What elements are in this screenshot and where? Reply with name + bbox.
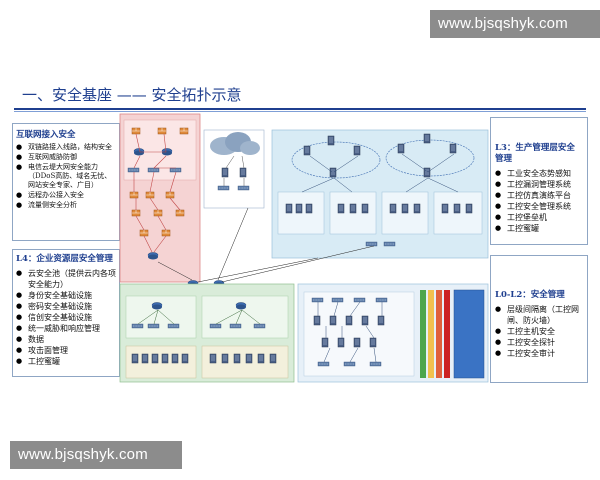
title-underline-secondary	[14, 111, 586, 112]
list-item: 远程办公接入安全	[16, 191, 116, 200]
list-item: 工业安全态势感知	[495, 168, 583, 179]
list-item: 工控主机安全	[495, 326, 583, 337]
list-item: 身份安全基础设施	[16, 290, 116, 301]
list-item: 云安全池（提供云内各项安全能力）	[16, 268, 116, 290]
list-item: 工控安全探针	[495, 337, 583, 348]
list-item: 工控安全管理系统	[495, 201, 583, 212]
list-item: 工控蜜罐	[495, 223, 583, 234]
l0-l2-security-panel: L0-L2：安全管理 层级间隔离（工控网闸、防火墙） 工控主机安全 工控安全探针…	[490, 255, 588, 383]
l4-panel-heading: L4：企业资源层安全管理	[16, 254, 113, 264]
list-item: 电信云堤大网安全能力（DDoS高防、域名无忧、网站安全专家、广目）	[16, 163, 116, 190]
production-zone	[271, 129, 489, 259]
list-item: 工控蜜罐	[16, 356, 116, 367]
internet-panel-list: 双链路接入线路，结构安全 互联网威胁防御 电信云堤大网安全能力（DDoS高防、域…	[16, 143, 116, 210]
list-item: 双链路接入线路，结构安全	[16, 143, 116, 152]
list-item: 信创安全基础设施	[16, 312, 116, 323]
list-item: 攻击面管理	[16, 345, 116, 356]
l0-panel-list: 层级间隔离（工控网闸、防火墙） 工控主机安全 工控安全探针 工控安全审计	[495, 304, 583, 359]
list-item: 层级间隔离（工控网闸、防火墙）	[495, 304, 583, 326]
l0-panel-heading: L0-L2：安全管理	[495, 290, 565, 300]
title-underline	[14, 108, 586, 110]
list-item: 工控安全审计	[495, 348, 583, 359]
list-item: 流量侧安全分析	[16, 201, 116, 210]
watermark-top: www.bjsqshyk.com	[430, 10, 600, 38]
list-item: 数据	[16, 334, 116, 345]
l3-production-security-panel: L3：生产管理层安全管理 工业安全态势感知 工控漏洞管理系统 工控仿真演练平台 …	[490, 117, 588, 245]
list-item: 工控堡垒机	[495, 212, 583, 223]
security-topology-diagram	[119, 113, 489, 383]
list-item: 工控漏洞管理系统	[495, 179, 583, 190]
watermark-bottom: www.bjsqshyk.com	[10, 441, 182, 469]
internet-zone	[119, 113, 201, 283]
internet-access-security-panel: 互联网接入安全 双链路接入线路，结构安全 互联网威胁防御 电信云堤大网安全能力（…	[12, 123, 120, 241]
l4-panel-list: 云安全池（提供云内各项安全能力） 身份安全基础设施 密码安全基础设施 信创安全基…	[16, 268, 116, 367]
list-item: 互联网威胁防御	[16, 153, 116, 162]
l3-panel-heading: L3：生产管理层安全管理	[495, 143, 575, 164]
enterprise-zone	[119, 283, 295, 383]
list-item: 工控仿真演练平台	[495, 190, 583, 201]
control-zone	[297, 283, 489, 383]
l3-panel-list: 工业安全态势感知 工控漏洞管理系统 工控仿真演练平台 工控安全管理系统 工控堡垒…	[495, 168, 583, 234]
list-item: 统一威胁和响应管理	[16, 323, 116, 334]
internet-panel-heading: 互联网接入安全	[16, 130, 76, 140]
remote-access-zone	[203, 129, 265, 209]
core-links	[157, 207, 375, 303]
list-item: 密码安全基础设施	[16, 301, 116, 312]
l4-enterprise-security-panel: L4：企业资源层安全管理 云安全池（提供云内各项安全能力） 身份安全基础设施 密…	[12, 249, 120, 377]
page-title: 一、安全基座 —— 安全拓扑示意	[22, 86, 242, 104]
cloud-icon	[210, 132, 260, 155]
